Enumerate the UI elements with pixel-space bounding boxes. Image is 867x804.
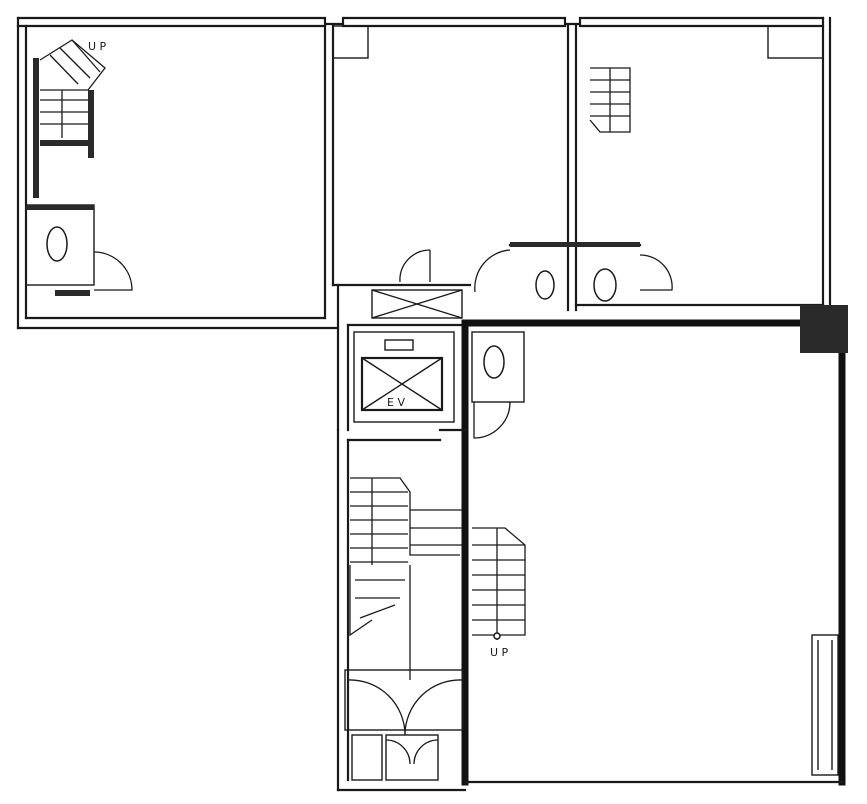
stair-lower-right: U P — [472, 527, 526, 659]
door-swing-icon — [404, 679, 463, 736]
stair-top-right — [589, 67, 631, 133]
toilet-icon — [483, 345, 505, 379]
partition-walls-upper — [323, 24, 825, 320]
toilet-icon — [593, 268, 617, 302]
elevator-shaft: E V — [353, 331, 455, 423]
stair-core — [349, 477, 462, 680]
middle-core — [336, 249, 464, 432]
door-swing-icon — [473, 401, 511, 439]
door-swing-icon — [474, 249, 511, 293]
door-swing-icon — [639, 254, 673, 291]
heavy-boundary-walls — [461, 305, 848, 786]
lower-right-unit: U P — [463, 331, 844, 784]
right-room — [474, 67, 673, 302]
stair-up-label-top-left: U P — [88, 40, 107, 53]
door-swing-icon — [413, 739, 439, 765]
left-room: U P — [25, 39, 133, 296]
lobby-doors — [344, 669, 464, 781]
stair-top-left: U P — [39, 39, 107, 138]
toilet-icon — [46, 226, 68, 262]
door-swing-icon — [399, 249, 431, 283]
door-swing-icon — [93, 251, 133, 291]
outer-walls-upper — [16, 16, 832, 330]
left-bathroom — [25, 204, 133, 291]
sink-icon — [535, 270, 555, 300]
door-swing-icon — [385, 739, 411, 765]
stair-up-label-lower-right: U P — [490, 646, 509, 659]
door-swing-icon — [347, 679, 406, 736]
lower-core — [336, 428, 467, 792]
elevator-label: E V — [387, 396, 405, 409]
